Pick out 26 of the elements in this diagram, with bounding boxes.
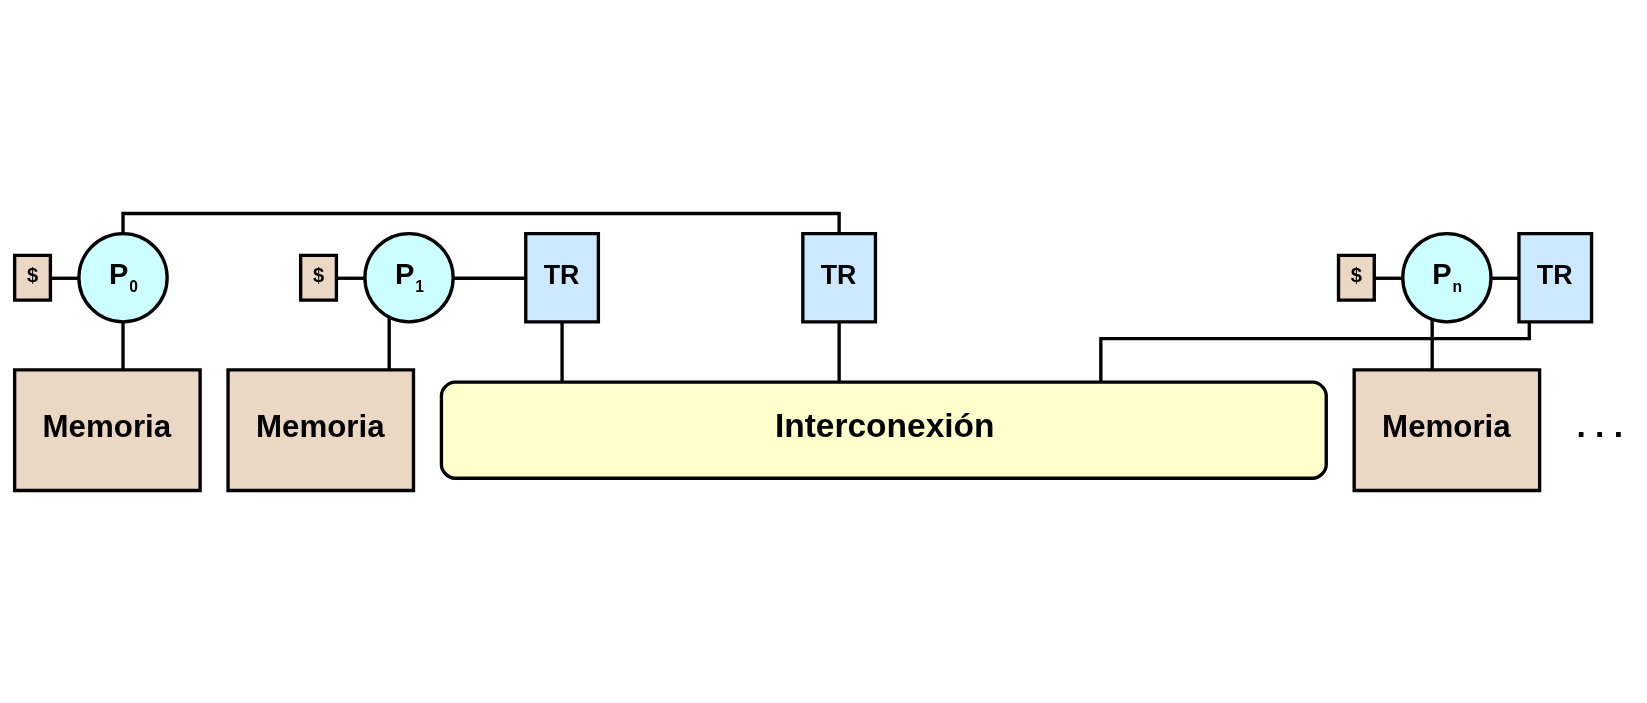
connector [387, 316, 391, 370]
node-box: Memoria [226, 367, 416, 492]
node-box: $ [299, 253, 339, 302]
connector [453, 276, 526, 280]
connector [1099, 321, 1531, 382]
node-box: Interconexión [439, 380, 1328, 480]
connector [50, 276, 79, 280]
label: . . . [1576, 406, 1624, 444]
connector [1491, 276, 1519, 280]
connector [560, 321, 564, 382]
node-box: TR [1517, 231, 1594, 323]
node-box: Memoria [13, 367, 202, 492]
node-circle: P$_{n}$ [1401, 231, 1493, 323]
connector [837, 321, 841, 382]
connector [336, 276, 365, 280]
node-box: $ [1336, 253, 1376, 302]
node-circle: P$_{0}$ [77, 231, 169, 323]
connector [121, 321, 125, 370]
node-box: TR [524, 231, 601, 323]
node-box: TR [801, 231, 878, 323]
connector [121, 211, 841, 233]
node-box: $ [13, 253, 53, 302]
connector [1430, 318, 1434, 370]
connector [1374, 276, 1403, 280]
node-box: Memoria [1352, 367, 1542, 492]
node-circle: P$_{1}$ [363, 231, 455, 323]
